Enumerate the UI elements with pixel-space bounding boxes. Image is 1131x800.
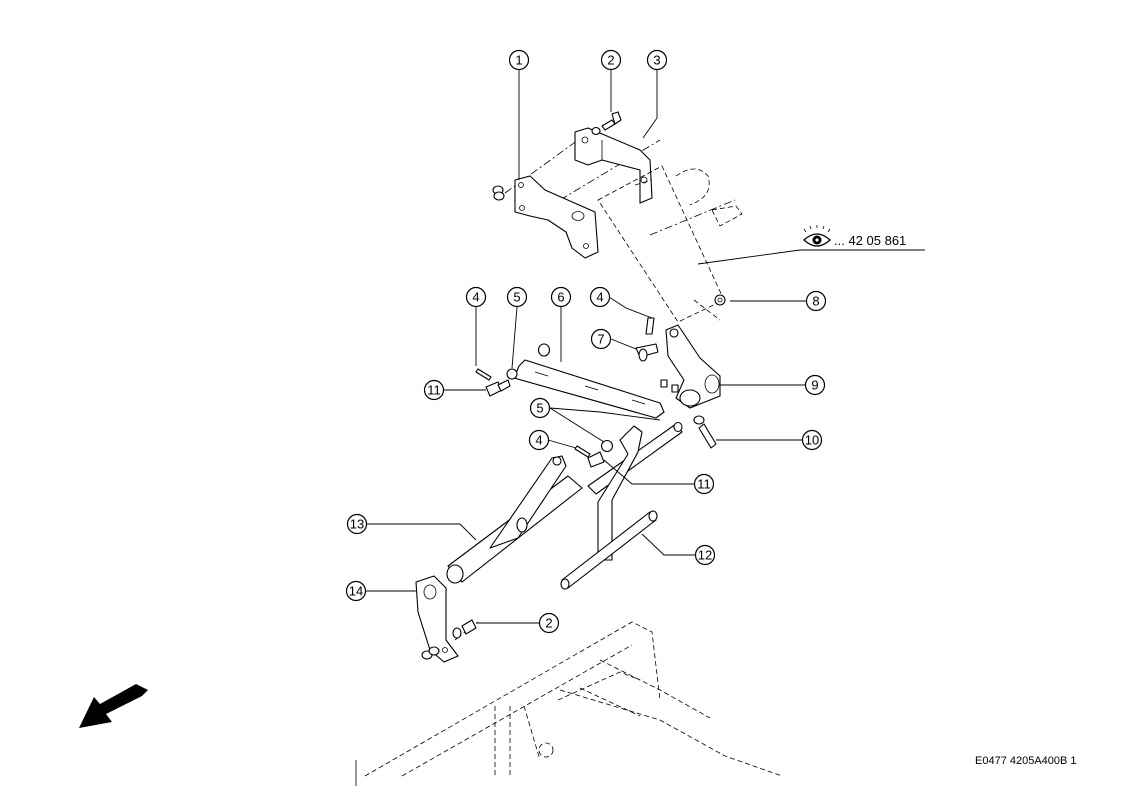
plate-part-1 [514,175,599,259]
svg-text:6: 6 [557,290,564,305]
callout-1: 1 [508,49,530,71]
svg-text:8: 8 [812,294,819,309]
reference-number: ... 42 05 861 [834,233,906,248]
svg-text:1: 1 [515,53,522,68]
callout-4: 4 [465,286,487,308]
svg-text:12: 12 [698,548,712,563]
leader-lines [366,69,925,624]
svg-text:4: 4 [596,290,603,305]
callout-2: 2 [600,49,622,71]
callout-2: 2 [538,612,560,634]
svg-text:5: 5 [536,401,543,416]
callout-4: 4 [528,429,550,451]
drawing-code: E0477 4205A400B 1 [975,755,1077,767]
callout-6: 6 [550,286,572,308]
callout-4: 4 [589,286,611,308]
arrow-icon [79,684,148,728]
callout-5: 5 [506,286,528,308]
callout-7: 7 [590,328,612,350]
parts-drawing [355,111,783,786]
shaft-part-12 [587,423,683,495]
reference-note: ... 42 05 861 [803,225,906,248]
callout-12: 12 [694,544,716,566]
callout-11: 11 [693,473,715,495]
svg-text:4: 4 [472,290,479,305]
callout-5: 5 [529,397,551,419]
svg-text:13: 13 [350,517,364,532]
callout-9: 9 [804,374,826,396]
svg-text:11: 11 [697,477,711,492]
svg-text:2: 2 [607,53,614,68]
lever-part-9 [665,324,721,409]
callout-13: 13 [346,513,368,535]
svg-text:14: 14 [349,584,363,599]
svg-text:4: 4 [535,433,542,448]
svg-text:10: 10 [805,433,819,448]
eye-icon [803,225,831,247]
svg-text:7: 7 [597,332,604,347]
svg-text:2: 2 [545,616,552,631]
svg-text:9: 9 [811,378,818,393]
callout-14: 14 [345,580,367,602]
callout-8: 8 [805,290,827,312]
svg-text:5: 5 [513,290,520,305]
bracket-part-3 [574,127,653,204]
svg-text:11: 11 [427,383,441,398]
callout-10: 10 [801,429,823,451]
svg-text:3: 3 [653,53,660,68]
callout-11: 11 [423,379,445,401]
callout-3: 3 [646,49,668,71]
